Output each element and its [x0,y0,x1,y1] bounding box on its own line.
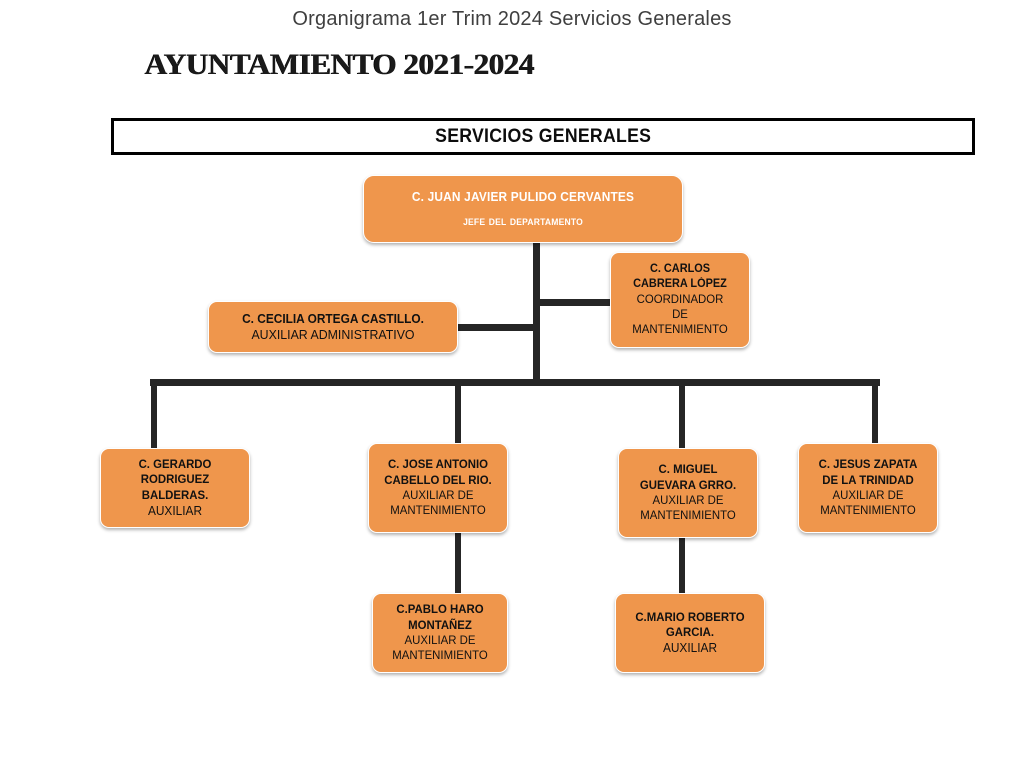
org-node-role: AUXILIAR [662,641,718,656]
connector-jose-to-pablo [455,531,461,595]
org-node-role-line-3: MANTENIMIENTO [632,322,728,337]
org-node-role-line-1: AUXILIAR DE [404,633,476,647]
org-node-name-line-1: C. CARLOS [649,263,711,276]
org-node-name: C. JUAN JAVIER PULIDO CERVANTES [411,190,635,204]
connector-drop-gerardo [151,379,157,449]
connector-drop-jose [455,379,461,444]
org-node-gerardo-rodriguez-balderas[interactable]: C. GERARDO RODRIGUEZ BALDERAS. AUXILIAR [100,448,250,528]
org-node-name-line-2: CABRERA LÓPEZ [633,277,727,290]
org-node-role-line-1: AUXILIAR DE [402,488,474,502]
org-node-role: Jefe del Departamento [463,214,583,228]
connector-drop-miguel [679,379,685,449]
org-node-role-line-2: DE [672,307,688,322]
org-node-name-line-3: BALDERAS. [141,487,209,502]
org-node-role-line-2: MANTENIMIENTO [640,508,736,523]
department-title-label: SERVICIOS GENERALES [434,125,652,147]
department-title-bar: SERVICIOS GENERALES [111,118,975,155]
org-node-name-line-1: C. GERARDO [138,456,212,471]
connector-bus [150,379,880,386]
org-node-name-line-2: DE LA TRINIDAD [822,472,914,487]
org-node-jefe-departamento[interactable]: C. JUAN JAVIER PULIDO CERVANTES Jefe del… [363,175,683,243]
org-node-name-line-1: C.PABLO HARO [396,602,484,617]
org-node-name-line-2: RODRIGUEZ [140,472,210,487]
org-node-name-line-1: C. JOSE ANTONIO [387,457,489,472]
connector-miguel-to-mario [679,536,685,595]
org-node-role-line-2: MANTENIMIENTO [392,648,488,663]
org-node-name-line-1: C. MIGUEL [658,462,718,477]
connector-drop-jesus [872,379,878,444]
org-node-name-line-2: CABELLO DEL RIO. [384,472,492,487]
document-subtitle: Organigrama 1er Trim 2024 Servicios Gene… [292,8,732,30]
org-node-name-line-2: MONTAÑEZ [408,617,472,632]
org-node-jesus-zapata-de-la-trinidad[interactable]: C. JESUS ZAPATA DE LA TRINIDAD AUXILIAR … [798,443,938,533]
org-node-role-line-2: MANTENIMIENTO [820,503,916,518]
org-node-jose-antonio-cabello-del-rio[interactable]: C. JOSE ANTONIO CABELLO DEL RIO. AUXILIA… [368,443,508,533]
org-node-role: AUXILIAR ADMINISTRATIVO [251,326,415,342]
org-node-name: C. CECILIA ORTEGA CASTILLO. [242,311,424,326]
org-node-carlos-cabrera-lopez[interactable]: C. CARLOS CABRERA LÓPEZ COORDINADOR DE M… [610,252,750,348]
org-node-name-line-1: C.MARIO ROBERTO [635,609,745,624]
org-node-name-line-2: GARCIA. [665,625,715,639]
org-node-role-line-1: AUXILIAR DE [832,488,904,502]
org-node-role-line-1: AUXILIAR DE [652,493,724,507]
connector-to-cecilia [455,324,535,331]
page-title: AYUNTAMIENTO 2021-2024 [145,48,535,81]
org-node-mario-roberto-garcia[interactable]: C.MARIO ROBERTO GARCIA. AUXILIAR [615,593,765,673]
org-node-role-line-2: MANTENIMIENTO [390,503,486,518]
org-node-miguel-guevara-grro[interactable]: C. MIGUEL GUEVARA GRRO. AUXILIAR DE MANT… [618,448,758,538]
org-node-pablo-haro-montanez[interactable]: C.PABLO HARO MONTAÑEZ AUXILIAR DE MANTEN… [372,593,508,673]
org-node-name-line-2: GUEVARA GRRO. [639,477,737,492]
org-node-role-line-1: COORDINADOR [636,291,724,306]
org-node-name-line-1: C. JESUS ZAPATA [818,457,918,472]
org-node-role: AUXILIAR [147,504,203,519]
connector-trunk-main [533,243,540,385]
org-node-cecilia-ortega-castillo[interactable]: C. CECILIA ORTEGA CASTILLO. AUXILIAR ADM… [208,301,458,353]
connector-to-carlos [533,299,613,306]
